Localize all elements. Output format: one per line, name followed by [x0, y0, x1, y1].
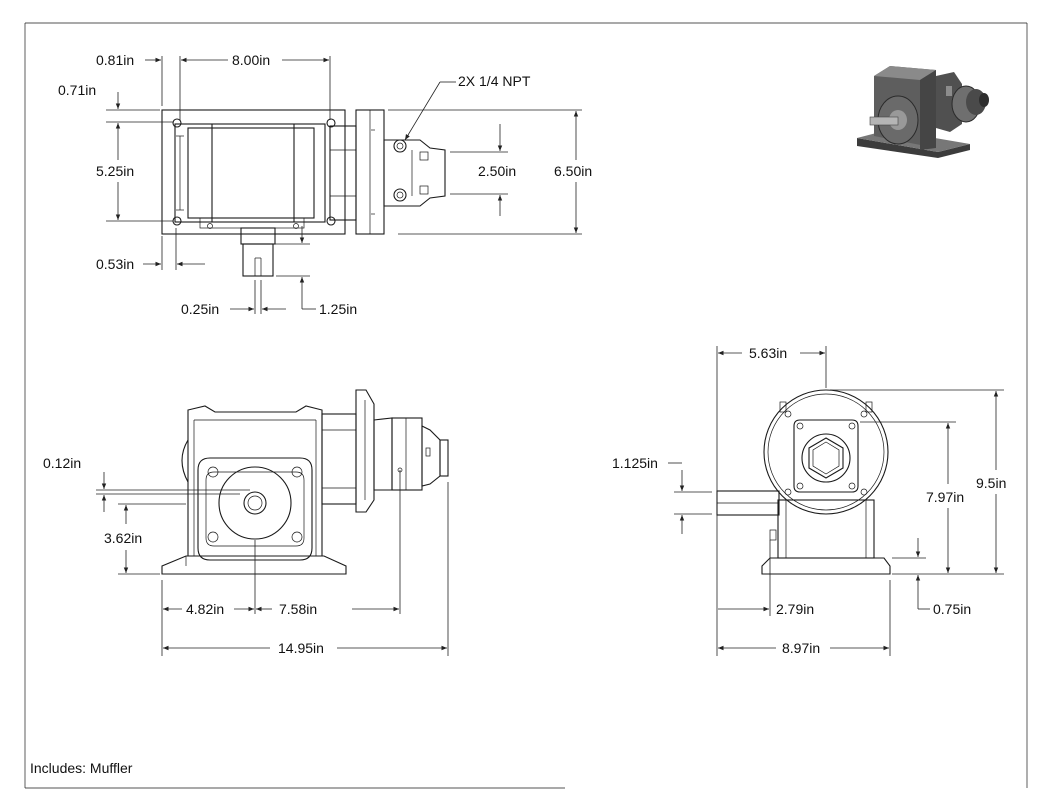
dim-8.00in: 8.00in — [232, 52, 270, 68]
top-view — [161, 109, 446, 277]
dim-0.75in: 0.75in — [933, 601, 971, 617]
dim-4.82in: 4.82in — [186, 601, 224, 617]
npt-callout: 2X 1/4 NPT — [458, 73, 531, 89]
dim-9.5in: 9.5in — [976, 475, 1006, 491]
isometric-render — [857, 66, 989, 158]
dim-5.25in: 5.25in — [96, 163, 134, 179]
dim-0.53in: 0.53in — [96, 256, 134, 272]
dim-8.97in: 8.97in — [782, 640, 820, 656]
dim-3.62in: 3.62in — [104, 530, 142, 546]
dim-2.79in: 2.79in — [776, 601, 814, 617]
dim-0.71in: 0.71in — [58, 82, 96, 98]
dim-7.58in: 7.58in — [279, 601, 317, 617]
dim-1.25in: 1.25in — [319, 301, 357, 317]
side-view — [716, 389, 891, 575]
drawing-frame — [24, 22, 1028, 789]
dim-7.97in: 7.97in — [926, 489, 964, 505]
dim-14.95in: 14.95in — [278, 640, 324, 656]
side-view-dimensions: 5.63in 1.125in 7.97in 9.5in 2.79in 0.75i… — [612, 345, 1006, 656]
dim-5.63in: 5.63in — [749, 345, 787, 361]
top-view-dimensions: 0.81in 8.00in 0.71in 5.25in 0.53in 0.25i… — [58, 52, 592, 317]
includes-note: Includes: Muffler — [30, 760, 133, 776]
dim-6.50in: 6.50in — [554, 163, 592, 179]
dim-1.125in: 1.125in — [612, 455, 658, 471]
dim-2.50in: 2.50in — [478, 163, 516, 179]
dim-0.12in: 0.12in — [43, 455, 81, 471]
dim-0.25in: 0.25in — [181, 301, 219, 317]
dim-0.81in: 0.81in — [96, 52, 134, 68]
front-view — [161, 389, 449, 575]
front-view-dimensions: 0.12in 3.62in 4.82in 7.58in 14.95in — [43, 455, 449, 656]
